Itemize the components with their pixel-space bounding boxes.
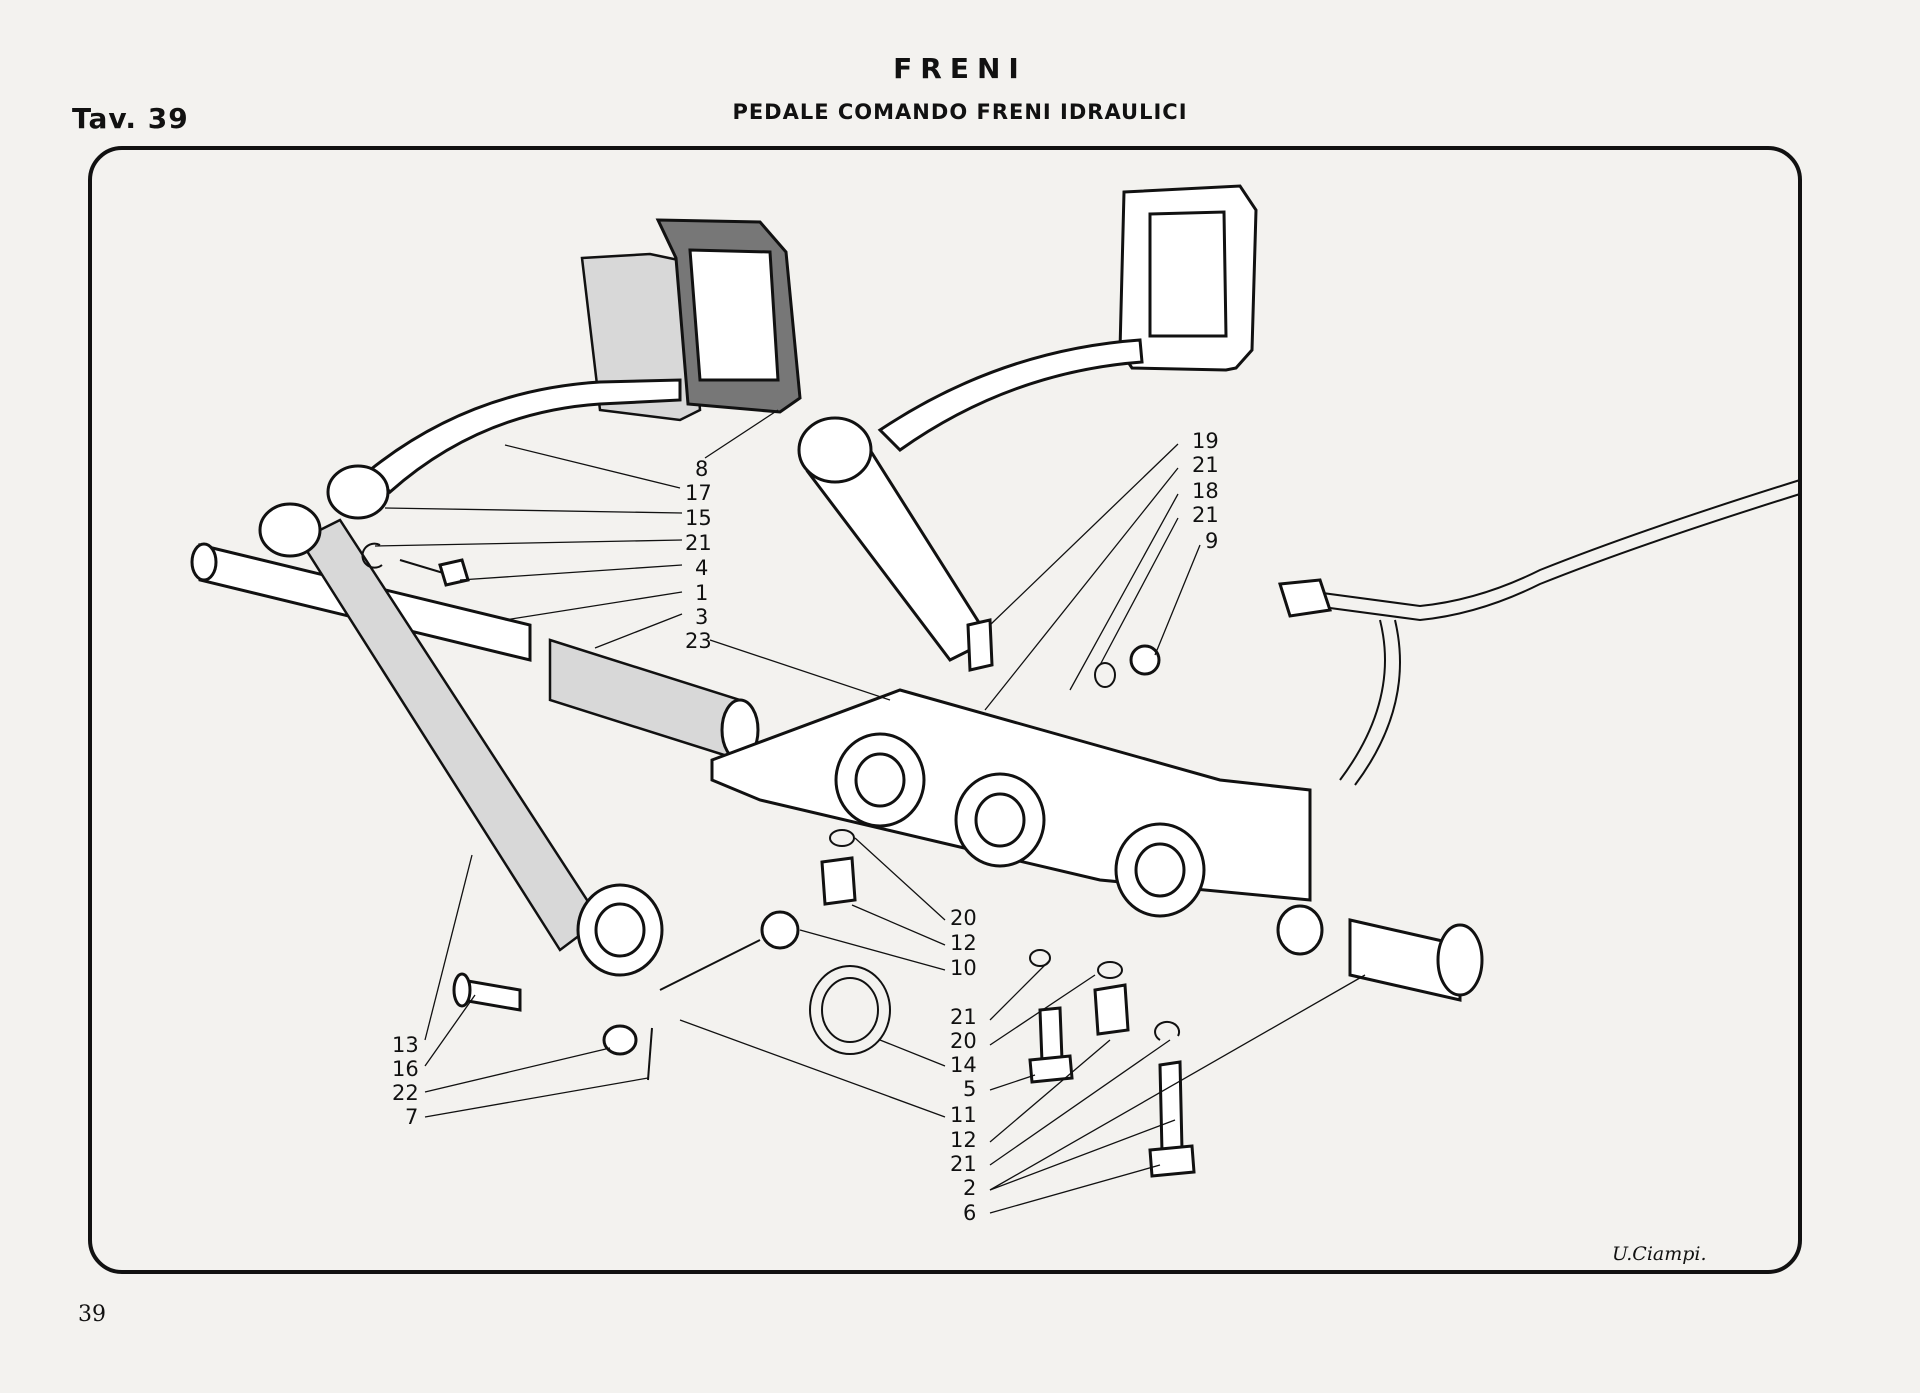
hydraulic-pipe-inner — [1299, 493, 1801, 622]
callout-21: 21 — [950, 1005, 977, 1029]
fitting-12a — [820, 856, 857, 906]
callout-16: 16 — [392, 1057, 419, 1081]
washer-20a — [829, 829, 855, 847]
callout-2: 2 — [963, 1176, 976, 1200]
fitting-12b — [1093, 983, 1130, 1036]
clutch-pedal-pad — [1118, 184, 1258, 372]
hose-inner — [1354, 619, 1401, 786]
nut-9 — [1129, 644, 1161, 676]
callout-21: 21 — [950, 1152, 977, 1176]
brake-pedal-arm — [367, 378, 682, 495]
callout-23: 23 — [685, 629, 712, 653]
split-pin-7 — [647, 1027, 653, 1081]
washer-20b — [1097, 961, 1123, 979]
clutch-pivot — [797, 416, 873, 484]
callout-10: 10 — [950, 956, 977, 980]
hydraulic-pipe — [1299, 479, 1801, 608]
callout-21: 21 — [685, 531, 712, 555]
callout-22: 22 — [392, 1081, 419, 1105]
callout-17: 17 — [685, 481, 712, 505]
return-spring-14 — [809, 965, 891, 1055]
callout-12: 12 — [950, 1128, 977, 1152]
bolt-5 — [1038, 1006, 1064, 1064]
support-bracket — [710, 688, 1324, 956]
bolt-4-head — [438, 558, 470, 587]
diagram-frame — [88, 146, 1802, 1274]
callout-21: 21 — [1192, 453, 1219, 477]
cross-shaft-end — [190, 542, 218, 582]
circlip-21 — [361, 542, 383, 569]
callout-6: 6 — [963, 1201, 976, 1225]
washer-18 — [1094, 662, 1116, 688]
callout-3: 3 — [695, 605, 708, 629]
callout-8: 8 — [695, 457, 708, 481]
circlip-21e — [1154, 1020, 1181, 1041]
bolt-2 — [1158, 1060, 1184, 1154]
callout-12: 12 — [950, 931, 977, 955]
lever-hub-bore — [594, 902, 646, 958]
callout-7: 7 — [405, 1105, 418, 1129]
pivot-bush — [326, 464, 390, 520]
callout-20: 20 — [950, 1029, 977, 1053]
nut-10 — [760, 910, 800, 950]
clutch-pedal-arm — [877, 338, 1144, 452]
callout-13: 13 — [392, 1033, 419, 1057]
bolt-5-head — [1028, 1054, 1074, 1084]
brake-pedal-pad — [580, 218, 802, 422]
adjust-screw-11 — [659, 939, 761, 991]
page-title: FRENI — [893, 52, 1027, 85]
callout-15: 15 — [685, 506, 712, 530]
callout-1: 1 — [695, 581, 708, 605]
callout-21: 21 — [1192, 503, 1219, 527]
leader-lines — [374, 409, 1366, 1214]
lever-boss — [258, 502, 322, 558]
bush-end — [1436, 923, 1484, 997]
artist-signature: U.Ciampi. — [1612, 1243, 1707, 1265]
page-number: 39 — [78, 1302, 106, 1327]
callout-18: 18 — [1192, 479, 1219, 503]
bolt-2-head — [1148, 1144, 1196, 1178]
callout-14: 14 — [950, 1053, 977, 1077]
callout-5: 5 — [963, 1077, 976, 1101]
callout-11: 11 — [950, 1103, 977, 1127]
shaft-sleeve — [548, 638, 742, 762]
callouts: 8 17 15 21 4 1 3 23 19 21 18 21 9 20 12 … — [392, 429, 1219, 1225]
pipe-fitting — [1278, 578, 1332, 618]
return-spring-14-inner — [821, 977, 879, 1043]
plate-number: Tav. 39 — [72, 102, 189, 135]
callout-20: 20 — [950, 906, 977, 930]
bush — [1348, 918, 1462, 1002]
washer-22 — [602, 1024, 638, 1056]
callout-9: 9 — [1205, 529, 1218, 553]
callout-4: 4 — [695, 556, 708, 580]
circlip-21d — [1029, 949, 1051, 967]
pin-13-head — [452, 972, 472, 1008]
screw-19 — [966, 618, 994, 672]
page-subtitle: PEDALE COMANDO FRENI IDRAULICI — [732, 100, 1188, 124]
callout-19: 19 — [1192, 429, 1219, 453]
hose — [1339, 619, 1386, 781]
